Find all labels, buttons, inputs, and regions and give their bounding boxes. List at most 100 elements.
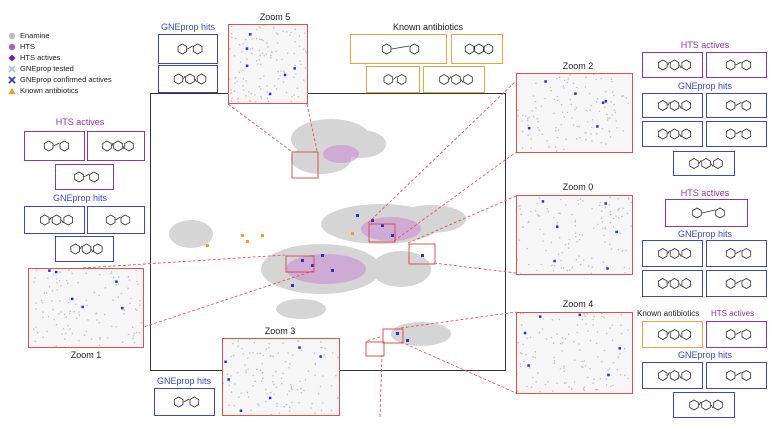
- molecule-gneprop-r2-3: [642, 270, 703, 297]
- legend-item: Known antibiotics: [8, 87, 78, 95]
- molecule-gneprop-r1-2: [706, 93, 767, 118]
- zoom5-region: [291, 151, 319, 179]
- molecule-structure-icon: [657, 370, 691, 381]
- molecule-structure-icon: [439, 74, 473, 85]
- molecule-structure-icon: [725, 329, 752, 340]
- zoom-scatter: [33, 269, 143, 347]
- molecule-hts-r1-2: [706, 52, 767, 78]
- molecule-gneprop-r1-3: [642, 121, 703, 147]
- molecule-hts-left-1: [24, 131, 85, 161]
- zoom2-region: [368, 223, 396, 243]
- molecule-structure-icon: [657, 278, 691, 289]
- molecule-structure-icon: [689, 158, 723, 169]
- legend-item: GNEprop confirmed actives: [8, 76, 112, 84]
- gneprop-hits-bottom-title: GNEprop hits: [156, 376, 212, 386]
- molecule-gneprop-r3-2: [706, 362, 767, 389]
- hts-actives-r2-title: HTS actives: [680, 188, 730, 198]
- molecule-structure-icon: [43, 140, 70, 152]
- legend-label: Enamine: [20, 31, 50, 41]
- molecule-gneprop-r3-3: [673, 392, 735, 418]
- zoom0-title: Zoom 0: [562, 182, 594, 192]
- zoom0-region: [408, 243, 436, 265]
- zoom-scatter: [517, 74, 629, 152]
- molecule-structure-icon: [692, 207, 725, 219]
- zoom4-title: Zoom 4: [562, 299, 594, 309]
- molecule-structure-icon: [725, 278, 752, 289]
- legend-item: GNEprop tested: [8, 65, 74, 73]
- legend-item: HTS actives: [8, 54, 60, 62]
- molecule-structure-icon: [657, 248, 691, 259]
- molecule-gneprop-r2-2: [706, 240, 767, 267]
- molecule-gneprop-left-2: [87, 206, 145, 234]
- x-marker-icon: [8, 65, 16, 73]
- molecule-structure-icon: [725, 59, 752, 71]
- embedding-scatter: [169, 119, 466, 357]
- molecule-hts-r3-1: [706, 321, 767, 348]
- zoom1-box: [28, 268, 144, 348]
- zoom2-box: [516, 73, 633, 153]
- molecule-hts-r2-1: [665, 199, 748, 227]
- molecule-antibiotic-top-1: [350, 34, 447, 64]
- legend-label: GNEprop tested: [20, 64, 74, 74]
- molecule-gneprop-r1-4: [706, 121, 767, 147]
- molecule-antibiotic-top-2: [451, 34, 503, 64]
- molecule-structure-icon: [102, 140, 134, 152]
- gneprop-hits-r2-title: GNEprop hits: [677, 229, 733, 239]
- molecule-gneprop-left-1: [24, 206, 85, 234]
- hts-actives-left-title: HTS actives: [55, 117, 105, 127]
- zoom-scatter: [517, 313, 629, 393]
- molecule-structure-icon: [105, 214, 131, 226]
- legend-item: Enamine: [8, 32, 50, 40]
- molecule-structure-icon: [725, 370, 752, 381]
- legend-label: HTS actives: [20, 53, 61, 63]
- diamond-marker-icon: [8, 54, 16, 62]
- molecule-structure-icon: [464, 43, 494, 55]
- molecule-structure-icon: [383, 74, 407, 85]
- molecule-structure-icon: [173, 396, 200, 408]
- zoom1-region: [285, 255, 315, 273]
- zoom3-region: [365, 341, 385, 357]
- gneprop-confirmed-points: [291, 214, 424, 342]
- molecule-structure-icon: [657, 59, 691, 71]
- main-embedding-plot: [150, 93, 506, 371]
- zoom5-title: Zoom 5: [259, 12, 291, 22]
- molecule-structure-icon: [177, 43, 203, 55]
- zoom0-box: [516, 195, 633, 275]
- known-antibiotic-points: [206, 232, 354, 247]
- zoom3-box: [222, 338, 340, 416]
- x-marker-icon: [8, 76, 16, 84]
- hts-actives-r3-title: HTS actives: [711, 309, 755, 318]
- molecule-structure-icon: [725, 128, 752, 140]
- molecule-gneprop-left-3: [55, 236, 114, 262]
- legend-label: HTS: [20, 42, 35, 52]
- zoom4-region: [382, 328, 404, 344]
- molecule-hts-left-3: [55, 164, 114, 190]
- zoom5-box: [228, 24, 308, 104]
- molecule-gneprop-r2-1: [642, 240, 703, 267]
- molecule-structure-icon: [725, 100, 752, 111]
- gneprop-hits-top-title: GNEprop hits: [160, 22, 216, 32]
- molecule-structure-icon: [657, 128, 691, 140]
- molecule-structure-icon: [657, 100, 691, 111]
- molecule-structure-icon: [70, 243, 103, 255]
- molecule-antibiotic-r3-1: [642, 321, 703, 348]
- molecule-structure-icon: [689, 399, 723, 411]
- molecule-gneprop-r1-1: [642, 93, 703, 118]
- molecule-structure-icon: [39, 214, 73, 226]
- gneprop-hits-r3-title: GNEprop hits: [677, 350, 733, 360]
- legend-item: HTS: [8, 43, 35, 51]
- zoom3-title: Zoom 3: [264, 326, 296, 336]
- gneprop-hits-left-title: GNEprop hits: [52, 193, 108, 203]
- zoom4-box: [516, 312, 633, 394]
- zoom-scatter: [223, 339, 339, 415]
- legend-label: GNEprop confirmed actives: [20, 75, 112, 85]
- known-antibiotics-r3-title: Known antibiotics: [637, 309, 700, 318]
- circle-marker-icon: [8, 32, 16, 40]
- known-antibiotics-top-title: Known antibiotics: [392, 22, 464, 32]
- molecule-gneprop-r2-4: [706, 270, 767, 297]
- molecule-gneprop-r3-1: [642, 362, 703, 389]
- molecule-gneprop-top-2: [158, 65, 218, 93]
- zoom-scatter: [517, 196, 632, 274]
- molecule-structure-icon: [657, 329, 691, 340]
